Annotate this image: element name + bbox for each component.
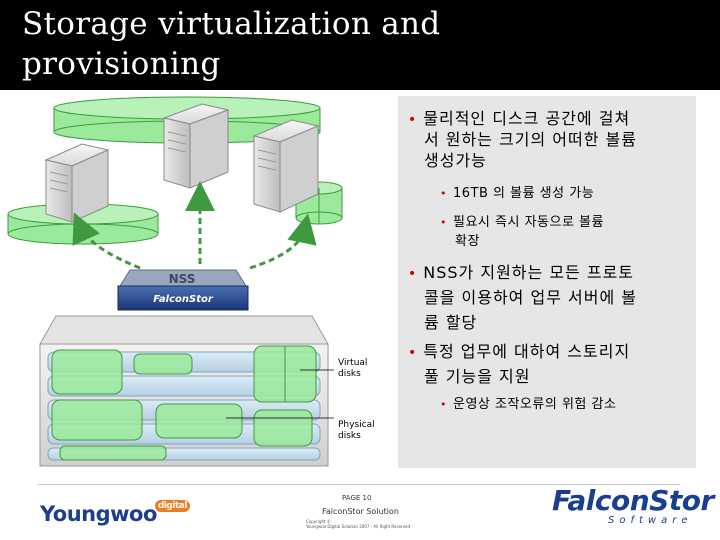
arrow-icon	[72, 181, 317, 270]
bullet-dot-icon: •	[408, 345, 418, 361]
bullet-item-cont: 풀 기능을 지원	[424, 367, 531, 386]
sub-bullet-item-cont: 확장	[455, 234, 480, 249]
appliance-brand-label: FalconStor	[153, 294, 214, 305]
server-icon	[44, 143, 110, 223]
slide-title: Storage virtualization and provisioning	[22, 4, 440, 84]
physical-disks-label: Physical disks	[338, 420, 375, 441]
youngwoo-logo: Youngwoodigital	[40, 500, 190, 526]
title-bar: Storage virtualization and provisioning	[0, 0, 720, 90]
bullet-item: •물리적인 디스크 공간에 걸쳐	[408, 109, 631, 128]
bullet-item: •NSS가 지원하는 모든 프로토	[408, 263, 635, 282]
appliance-icon: NSS FalconStor	[117, 269, 249, 311]
bullet-dot-icon: •	[440, 216, 447, 229]
server-icon	[162, 103, 230, 189]
sub-bullet-item: •16TB 의 볼륨 생성 가능	[440, 186, 595, 201]
falconstor-logo-subtitle: Software	[608, 515, 693, 526]
virtual-disks	[51, 345, 317, 461]
title-line-2: provisioning	[22, 46, 221, 82]
footer-subtitle: FalconStor Solution	[322, 507, 399, 516]
sub-bullet-item: •필요시 즉시 자동으로 볼륨	[440, 215, 604, 230]
page-number: PAGE 10	[342, 494, 372, 502]
bullet-item-cont: 륨 할당	[424, 313, 478, 332]
title-line-1: Storage virtualization and	[22, 6, 441, 42]
bullet-item-cont: 생성가능	[424, 151, 487, 170]
disk-rack	[39, 315, 329, 467]
footer-copyright: Copyright © Youngwoo Digital Solution 20…	[306, 519, 411, 529]
footer-divider	[38, 484, 680, 485]
appliance-nss-label: NSS	[169, 272, 196, 286]
bullet-item-cont: 콜을 이용하여 업무 서버에 볼	[424, 288, 637, 307]
bullet-item: •특정 업무에 대하여 스토리지	[408, 342, 631, 361]
virtual-disks-label: Virtual disks	[338, 358, 368, 379]
storage-diagram: NSS FalconStor	[7, 96, 343, 467]
sub-bullet-item: •운영상 조작오류의 위험 감소	[440, 397, 617, 412]
bullet-item-cont: 서 원하는 크기의 어떠한 볼륨	[424, 130, 637, 149]
bullet-dot-icon: •	[440, 398, 447, 411]
bullet-dot-icon: •	[408, 112, 418, 128]
bullet-dot-icon: •	[440, 187, 447, 200]
falconstor-logo: FalconStor	[552, 484, 714, 517]
bullet-panel	[398, 96, 696, 468]
bullet-dot-icon: •	[408, 266, 418, 282]
server-icon	[252, 119, 320, 213]
